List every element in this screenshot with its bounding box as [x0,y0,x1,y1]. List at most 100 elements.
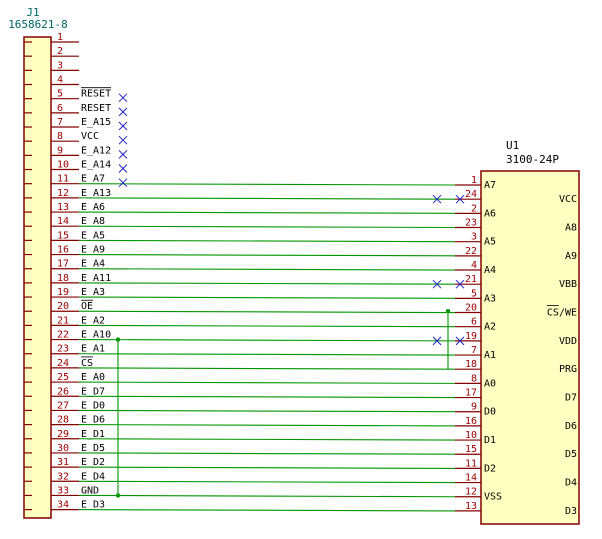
j1-pin-number: 32 [57,471,69,482]
u1-pin-number: 22 [465,246,477,257]
j1-pin-label: E_A11 [81,273,111,284]
j1-pin-label: CS [81,358,93,369]
u1-pin-label-right: A9 [565,251,577,262]
no-connect-x [118,121,128,131]
u1-pin-label-left: A0 [484,378,496,389]
u1-pin-label-left: A7 [484,180,496,191]
wire [78,282,456,285]
no-connect-x [455,279,465,289]
j1-pin-label: E_A2 [81,315,105,326]
wire [78,197,456,200]
j1-pin-number: 16 [57,245,69,256]
junction-dot [115,493,121,498]
j1-pin-number: 3 [57,60,63,71]
wire [78,211,456,214]
wire [78,225,456,229]
j1-pin-number: 25 [57,372,69,383]
wire [78,353,456,356]
u1-pin-label-right: VBB [559,279,577,290]
j1-reference: J1 [26,6,39,19]
wire [78,395,456,399]
u1-pin-label-left: A4 [484,265,496,276]
u1-pin-5: 5 A3 [455,288,496,304]
wire [78,367,456,370]
j1-pin-label: GND [81,485,99,496]
u1-pin-number: 12 [465,487,477,498]
u1-pin-label-left: A3 [484,293,496,304]
wire [78,310,456,314]
u1-pin-number: 5 [471,288,477,299]
j1-pin-label: E_A5 [81,230,105,241]
j1-pin-label: E_A6 [81,202,105,213]
j1-pin-20: 20 OE [24,299,93,312]
j1-pin-number: 20 [57,301,69,312]
j1-pin-number: 8 [57,131,63,142]
j1-pin-number: 31 [57,457,69,468]
j1-pin-31: 31 E_D2 [24,457,105,468]
j1-pin-1: 1 [24,32,79,43]
wire [78,268,456,271]
j1-pin-label: E_A4 [81,259,105,270]
j1-pin-number: 29 [57,429,69,440]
j1-pin-number: 11 [57,174,69,185]
j1-pin-number: 23 [57,344,69,355]
wire [78,324,456,328]
no-connect-x [118,150,128,159]
j1-pin-label: E_A10 [81,330,111,341]
u1-pin-number: 1 [471,175,477,186]
no-connect-x [118,178,128,188]
j1-pin-label: E_A12 [81,145,111,156]
j1-pin-label: E_D5 [81,443,105,454]
j1-pin-label: RESET [81,89,111,100]
wire [78,339,456,342]
wire [78,409,456,413]
u1-pin-label-right: VCC [559,194,577,205]
j1-pin-label: E_A1 [81,344,105,355]
junction-dot [115,337,121,342]
u1-pin-label-right: A8 [565,223,577,234]
j1-pin-label: OE [81,301,93,312]
u1-pin-label-left: A6 [484,208,496,219]
u1-pin-number: 2 [471,203,477,214]
wires [78,183,456,512]
j1-pin-4: 4 [24,75,79,86]
j1-value: 1658621-8 [8,18,68,31]
u1-pin-label-left: A5 [484,237,496,248]
j1-pin-label: E_D2 [81,457,105,468]
u1-pin-number: 7 [471,345,477,356]
u1-pin-label-left: D0 [484,407,496,418]
u1-pin-label-right: D6 [565,421,577,432]
u1-pin-number: 8 [471,373,477,384]
u1-pin-number: 6 [471,317,477,328]
no-connect-x [432,336,442,346]
u1-pin-label-right: CS/WE [547,308,577,319]
u1-value: 3100-24P [506,153,559,166]
j1-pin-label: E_A14 [81,160,111,171]
no-connect-x [432,279,442,289]
u1-pin-22: 22 A9 [455,246,577,262]
no-connect-x [455,336,465,346]
wire [78,183,456,186]
j1-pin-number: 2 [57,46,63,57]
